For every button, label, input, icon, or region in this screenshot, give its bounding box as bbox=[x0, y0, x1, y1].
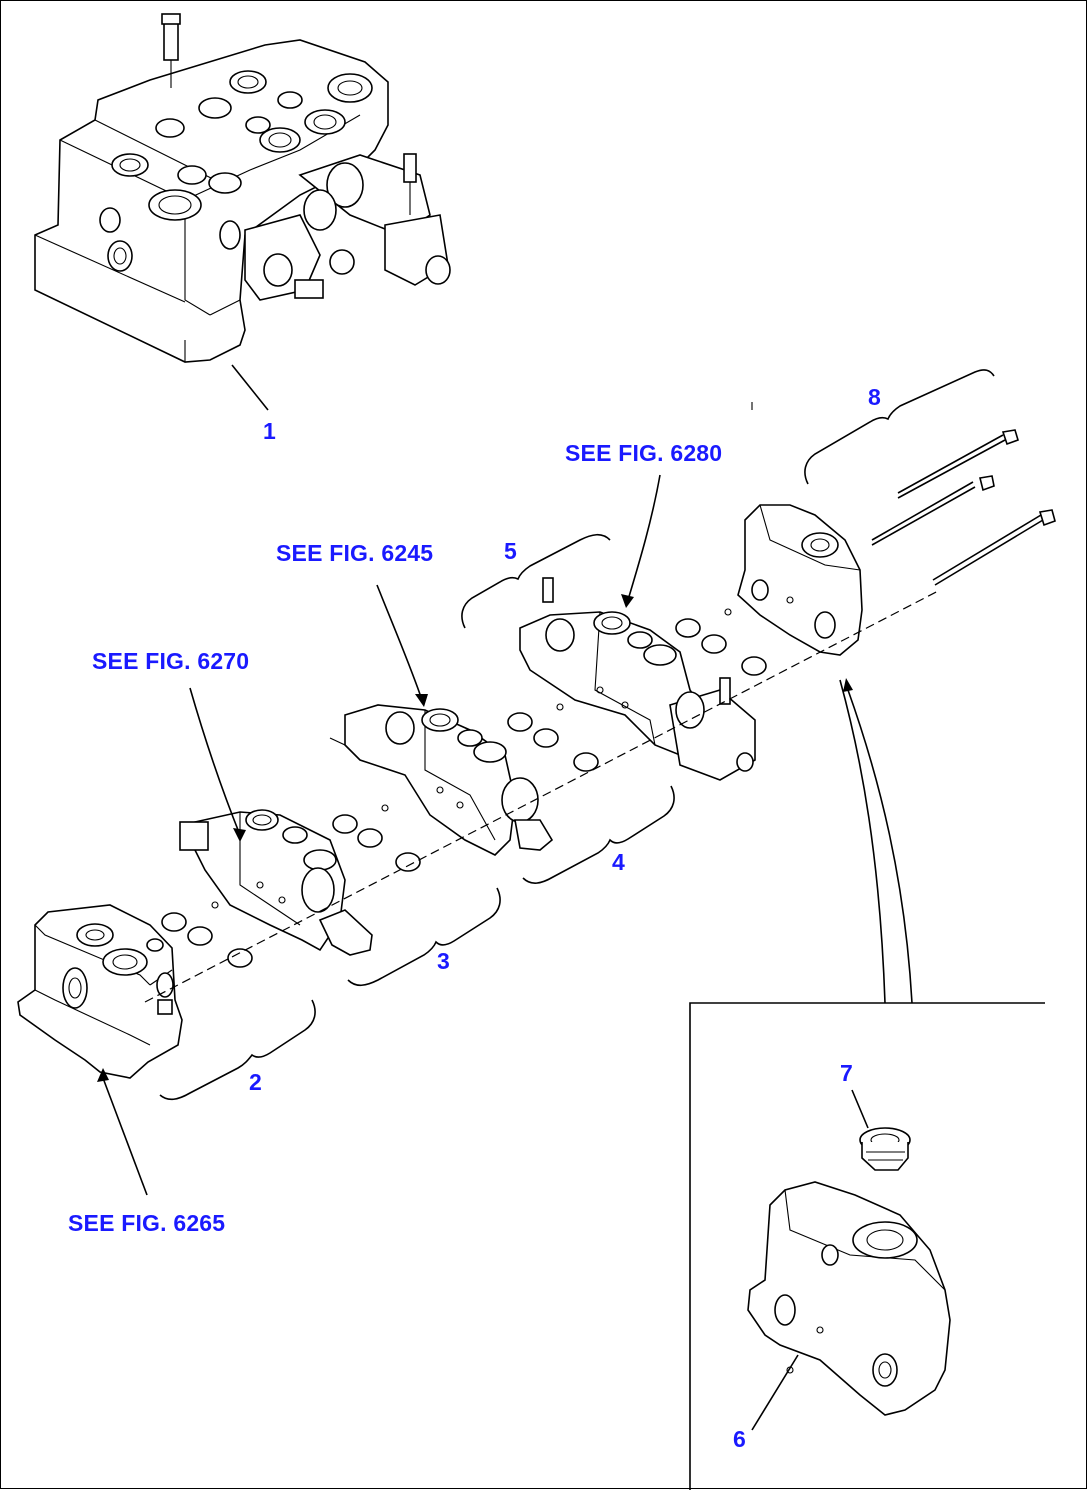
ref-see-fig-6280: SEE FIG. 6280 bbox=[565, 440, 723, 466]
callout-item-4: 4 bbox=[612, 849, 625, 875]
callout-item-8: 8 bbox=[868, 384, 881, 410]
ref-see-fig-6270: SEE FIG. 6270 bbox=[92, 648, 250, 674]
o-rings-4 bbox=[675, 608, 767, 676]
outlet-cover-drawing bbox=[747, 1181, 951, 1431]
valve-section-3-drawing bbox=[179, 687, 373, 956]
callout-item-7: 7 bbox=[840, 1060, 853, 1086]
o-rings-1 bbox=[161, 901, 253, 968]
end-cover-drawing bbox=[737, 504, 863, 656]
callout-item-6: 6 bbox=[733, 1426, 746, 1452]
o-rings-3 bbox=[507, 703, 599, 772]
o-rings-2 bbox=[332, 804, 421, 872]
valve-section-4-drawing bbox=[329, 584, 554, 856]
ref-see-fig-6265: SEE FIG. 6265 bbox=[68, 1210, 226, 1236]
plug-drawing bbox=[851, 1089, 911, 1171]
inset-box bbox=[689, 678, 1045, 1490]
callout-item-3: 3 bbox=[437, 948, 450, 974]
valve-section-5-drawing bbox=[519, 474, 756, 781]
callout-item-5: 5 bbox=[504, 538, 517, 564]
callout-item-1: 1 bbox=[263, 418, 276, 444]
inlet-section-drawing bbox=[17, 904, 183, 1196]
group-braces bbox=[159, 369, 995, 1101]
callout-item-2: 2 bbox=[249, 1069, 262, 1095]
assembly-axis bbox=[144, 589, 941, 1003]
ref-see-fig-6245: SEE FIG. 6245 bbox=[276, 540, 434, 566]
control-valve-assembly-drawing bbox=[34, 13, 451, 411]
tie-bolts-drawing bbox=[871, 429, 1056, 586]
